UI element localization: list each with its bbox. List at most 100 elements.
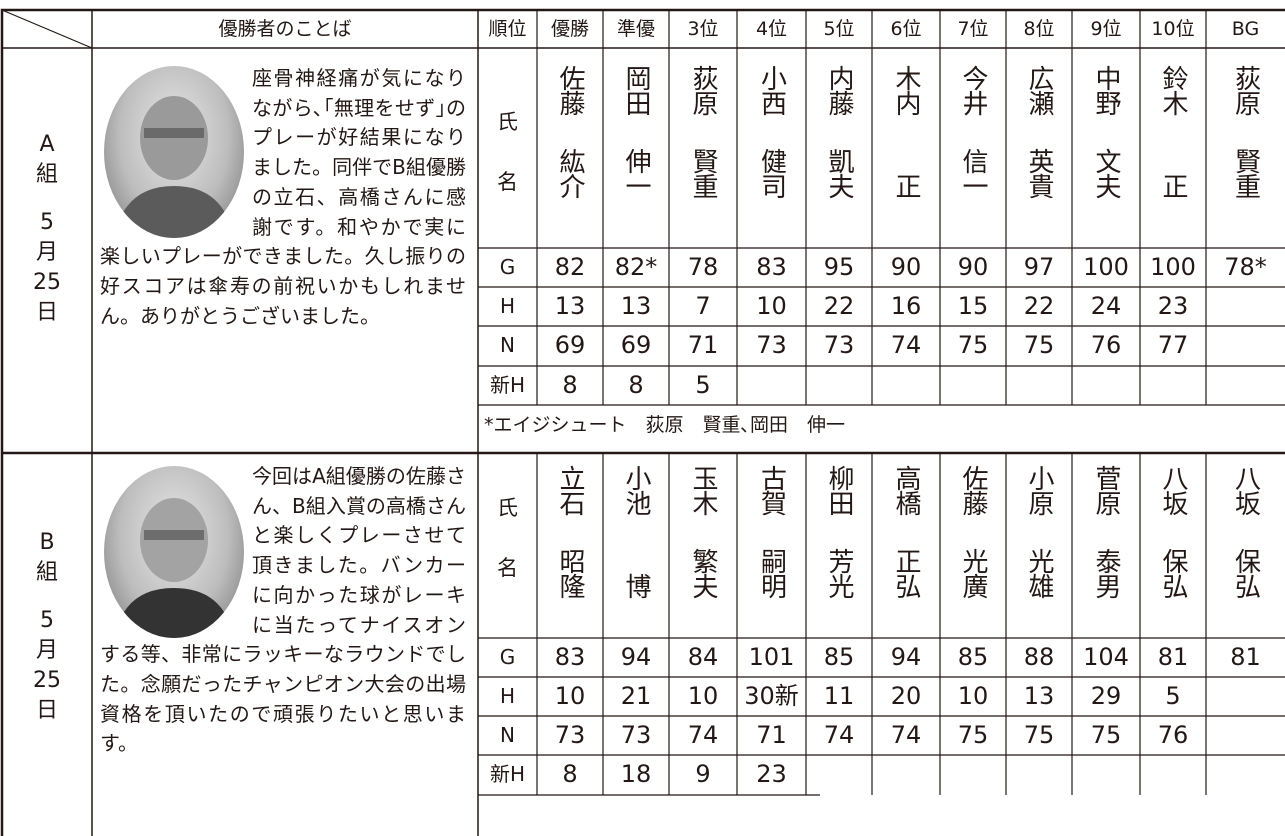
handicap-cell: 13 <box>554 292 586 320</box>
group-b-name-label: 氏 名 <box>478 494 537 582</box>
gross-score-cell: 94 <box>620 643 652 671</box>
player-given-name: 正弘 <box>891 548 921 598</box>
player-family-name: 小原 <box>1024 465 1054 515</box>
player-family-name: 荻原 <box>688 65 718 115</box>
player-family-name: 鈴木 <box>1158 65 1188 115</box>
group-a-day-num: 25 <box>33 270 61 295</box>
player-family-name: 佐藤 <box>958 465 988 515</box>
handicap-cell: 21 <box>620 682 652 710</box>
player-family-name: 岡田 <box>621 65 651 115</box>
new-handicap-cell: 18 <box>620 760 652 788</box>
new-handicap-cell <box>1140 755 1206 794</box>
gross-score-cell: 100 <box>1150 253 1196 281</box>
message-column-header: 優勝者のことば <box>218 18 352 40</box>
new-handicap-cell: 8 <box>628 371 644 399</box>
group-b-month-num: 5 <box>40 608 54 633</box>
new-handicap-cell: 8 <box>562 371 578 399</box>
gross-score-cell: 90 <box>890 253 922 281</box>
player-family-name: 古賀 <box>756 465 787 515</box>
handicap-cell: 29 <box>1090 682 1122 710</box>
player-name: 中野文夫 <box>1072 62 1140 198</box>
new-handicap-cell: 8 <box>562 760 578 788</box>
new-handicap-cell <box>1072 755 1140 794</box>
player-given-name: 芳光 <box>824 548 854 598</box>
player-family-name: 中野 <box>1091 65 1121 115</box>
rank-header-cell: 順位 <box>488 18 527 40</box>
player-family-name: 今井 <box>958 65 988 115</box>
group-b-h-label: H <box>499 684 516 708</box>
gross-score-cell: 81 <box>1157 643 1189 671</box>
player-given-name: 博 <box>621 573 651 598</box>
gross-score-cell: 95 <box>823 253 855 281</box>
group-b-day: 日 <box>35 698 58 723</box>
player-given-name: 正 <box>891 173 921 198</box>
handicap-cell: 10 <box>957 682 989 710</box>
player-given-name: 文夫 <box>1091 148 1121 198</box>
net-score-cell: 74 <box>823 721 855 749</box>
group-a-kumi: 組 <box>35 162 58 187</box>
age-shoot-note: *エイジシュート 荻原 賢重､岡田 伸一 <box>484 414 846 436</box>
new-handicap-cell <box>872 755 940 794</box>
player-family-name: 小西 <box>756 65 787 115</box>
group-a-day: 日 <box>35 300 58 325</box>
player-name: 小池博 <box>603 462 669 598</box>
group-b-g-label: G <box>499 645 516 669</box>
group-b-day-num: 25 <box>33 668 61 693</box>
net-score-cell: 75 <box>957 721 989 749</box>
winner-b-message: 今回はA組優勝の佐藤さん、B組入賞の高橋さんと楽しくプレーさせて頂きました。バン… <box>100 462 466 834</box>
player-name: 木内正 <box>872 62 940 198</box>
gross-score-cell: 97 <box>1023 253 1055 281</box>
gross-score-cell: 83 <box>756 253 787 281</box>
handicap-cell: 22 <box>823 292 855 320</box>
group-a-month: 月 <box>35 240 58 265</box>
player-given-name: 健司 <box>756 148 787 198</box>
player-family-name: 高橋 <box>891 465 921 515</box>
person-silhouette-icon <box>114 96 234 238</box>
group-b-month: 月 <box>35 638 58 663</box>
new-handicap-cell <box>940 366 1006 405</box>
group-a-g-label: G <box>499 255 516 279</box>
net-score-cell: 75 <box>1023 721 1055 749</box>
player-given-name: 賢重 <box>1230 148 1261 198</box>
group-a-label: A 組 5 月 25 日 <box>2 130 92 328</box>
new-handicap-cell <box>940 755 1006 794</box>
name-label-bottom: 名 <box>497 170 518 194</box>
new-handicap-cell <box>806 366 872 405</box>
new-handicap-cell <box>872 366 940 405</box>
player-given-name: 泰男 <box>1091 548 1121 598</box>
net-score-cell: 75 <box>1090 721 1122 749</box>
gross-score-cell: 84 <box>687 643 719 671</box>
net-score-cell <box>1206 716 1285 755</box>
handicap-cell: 13 <box>1023 682 1055 710</box>
player-name: 鈴木正 <box>1140 62 1206 198</box>
winner-a-message-text: 座骨神経痛が気になりながら､｢無理をせず｣のプレーが好結果になりました。同伴でB… <box>100 66 466 328</box>
net-score-cell: 74 <box>890 331 922 359</box>
new-handicap-cell: 5 <box>695 371 711 399</box>
group-a-h-label: H <box>499 294 516 318</box>
winner-b-message-text: 今回はA組優勝の佐藤さん、B組入賞の高橋さんと楽しくプレーさせて頂きました。バン… <box>100 464 466 756</box>
player-family-name: 荻原 <box>1230 65 1261 115</box>
player-given-name: 信一 <box>958 148 988 198</box>
handicap-cell: 22 <box>1023 292 1055 320</box>
person-silhouette-icon <box>114 498 234 638</box>
player-family-name: 小池 <box>621 465 651 515</box>
gross-score-cell: 88 <box>1023 643 1055 671</box>
player-name: 今井信一 <box>940 62 1006 198</box>
handicap-cell <box>1206 287 1285 326</box>
player-name: 内藤凱夫 <box>806 62 872 198</box>
player-given-name: 光雄 <box>1024 548 1054 598</box>
player-family-name: 柳田 <box>824 465 854 515</box>
player-given-name: 英貴 <box>1024 148 1054 198</box>
handicap-cell: 10 <box>756 292 787 320</box>
player-given-name: 保弘 <box>1158 548 1188 598</box>
rank-header-cell: BG <box>1231 18 1260 40</box>
handicap-cell <box>1206 677 1285 716</box>
player-name: 立石昭隆 <box>537 462 603 598</box>
group-a-letter: A <box>39 132 55 157</box>
player-given-name: 光廣 <box>958 548 988 598</box>
net-score-cell: 75 <box>1023 331 1055 359</box>
player-given-name: 賢重 <box>688 148 718 198</box>
gross-score-cell: 100 <box>1083 253 1129 281</box>
handicap-cell: 10 <box>687 682 719 710</box>
new-handicap-cell <box>737 366 806 405</box>
